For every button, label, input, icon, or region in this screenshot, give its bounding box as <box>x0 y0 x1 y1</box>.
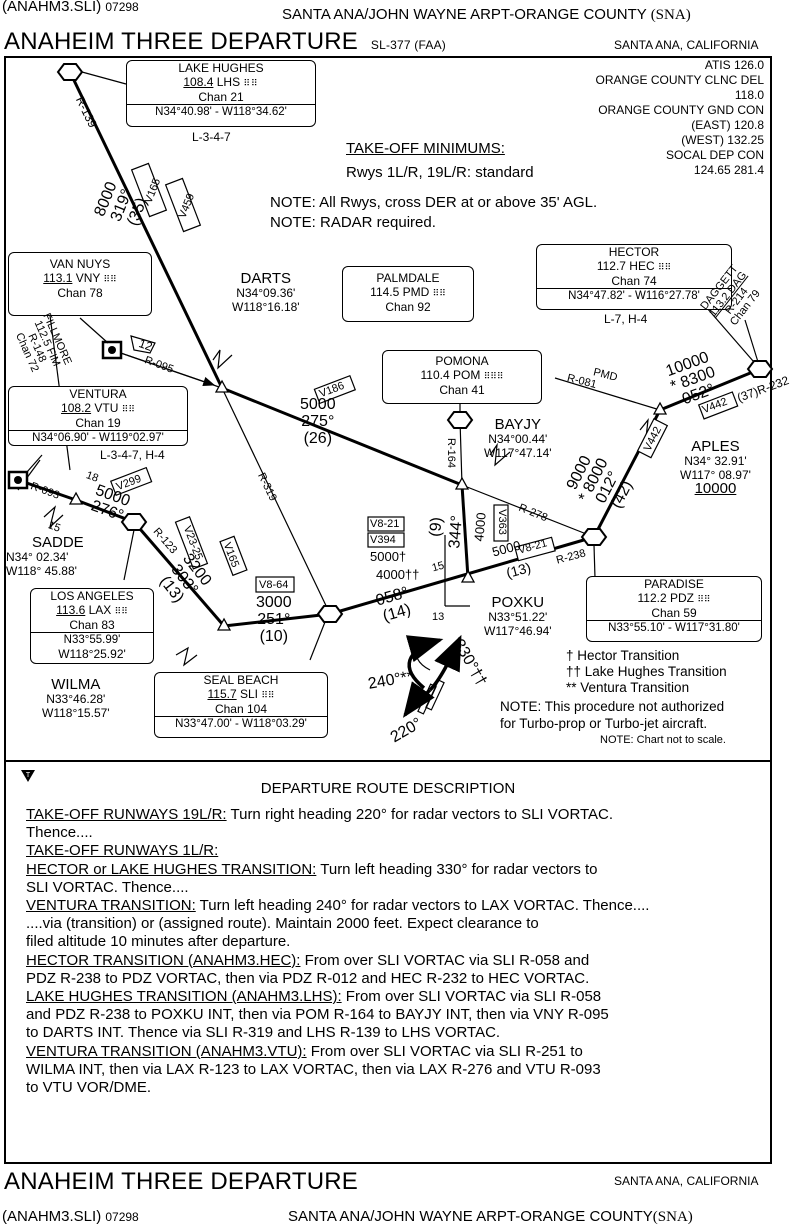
description-frame: T DEPARTURE ROUTE DESCRIPTION TAKE-OFF R… <box>4 762 772 1164</box>
airport-name-bottom: SANTA ANA/JOHN WAYNE ARPT-ORANGE COUNTY(… <box>288 1208 693 1225</box>
wilma-segment: 3000 251° (10) <box>256 594 292 645</box>
legend-note: NOTE: This procedure not authorized for … <box>500 699 726 746</box>
comms-block: ATIS 126.0 ORANGE COUNTY CLNC DEL 118.0 … <box>595 58 764 177</box>
takeoff-note2: NOTE: RADAR required. <box>270 214 436 231</box>
fix-bayjy: BAYJY N34°00.44' W117°47.14' <box>484 416 552 460</box>
description-title: DEPARTURE ROUTE DESCRIPTION <box>260 780 516 797</box>
page-title-bottom: ANAHEIM THREE DEPARTURE <box>4 1168 358 1195</box>
vor-hec-symbol <box>746 360 774 378</box>
navaid-box-vny: VAN NUYS 113.1 VNY ⠿⠿ Chan 78 <box>8 252 152 316</box>
vtu-charts: L-3-4-7, H-4 <box>100 448 165 462</box>
navaid-box-pom: POMONA 110.4 POM ⠿⠿⠿ Chan 41 <box>382 350 542 404</box>
fix-poxku-triangle <box>460 569 476 583</box>
bayjy-crs: 344° <box>446 514 466 550</box>
navaid-box-pmd: PALMDALE 114.5 PMD ⠿⠿ Chan 92 <box>342 266 474 322</box>
fix-aples: APLES N34° 32.91' W117° 08.97' 10000 <box>680 438 751 497</box>
navaid-box-pdz: PARADISE 112.2 PDZ ⠿⠿ Chan 59 N33°55.10'… <box>586 576 762 642</box>
lhs-charts: L-3-4-7 <box>192 130 231 144</box>
airway-v864: V8-64 <box>259 579 289 591</box>
fix-sadde-triangle <box>68 491 84 505</box>
alt-4000tt: 4000†† <box>376 567 420 582</box>
vor-lhs-symbol <box>56 63 84 81</box>
route-darts-bayjy <box>221 386 463 487</box>
route-wilma-sli <box>223 612 331 628</box>
page-title-top: ANAHEIM THREE DEPARTURE SL-377 (FAA) <box>4 28 446 55</box>
route-aples-hec <box>659 367 761 412</box>
takeoff-title: TAKE-OFF MINIMUMS: <box>346 140 505 157</box>
route-lhs <box>68 71 224 389</box>
airway-v363: V363 <box>495 509 508 535</box>
vor-lax-symbol <box>120 513 148 531</box>
pom-r164: R-164 <box>444 438 457 468</box>
bayjy-dist: (9) <box>426 516 446 538</box>
svg-text:T: T <box>26 772 31 779</box>
route-lax-wilma <box>132 521 226 627</box>
hec-charts: L-7, H-4 <box>604 312 648 326</box>
radial-r164 <box>459 419 463 486</box>
navaid-box-vtu: VENTURA 108.2 VTU ⠿⠿ Chan 19 N34°06.90' … <box>8 386 188 446</box>
airport-name-top: SANTA ANA/JOHN WAYNE ARPT-ORANGE COUNTY … <box>282 6 691 23</box>
vor-pdz-symbol <box>580 528 608 546</box>
darts-segment: 5000 275° (26) <box>300 396 336 447</box>
fix-aples-triangle <box>652 401 668 415</box>
chart-code-bottom: (ANAHM3.SLI) 07298 <box>2 1208 139 1225</box>
legend: † Hector Transition †† Lake Hughes Trans… <box>566 648 727 695</box>
fix-wilma-triangle <box>216 617 232 631</box>
navaid-box-lhs: LAKE HUGHES 108.4 LHS ⠿⠿ Chan 21 N34°40.… <box>126 60 316 127</box>
chart-code-top: (ANAHM3.SLI) 07298 <box>2 0 139 15</box>
takeoff-minimums-icon: T <box>21 770 35 782</box>
route-map <box>7 63 774 718</box>
vor-sli-symbol <box>316 605 344 623</box>
navaid-box-hec: HECTOR 112.7 HEC ⠿⠿ Chan 74 N34°47.82' -… <box>536 244 732 310</box>
takeoff-rwys: Rwys 1L/R, 19L/R: standard <box>346 164 534 181</box>
description-body: TAKE-OFF RUNWAYS 19L/R: Turn right headi… <box>26 806 650 1097</box>
navaid-box-sli: SEAL BEACH 115.7 SLI ⠿⠿ Chan 104 N33°47.… <box>154 672 328 738</box>
radial-pmd <box>554 377 661 411</box>
fix-darts-triangle <box>214 379 230 393</box>
city-top: SANTA ANA, CALIFORNIA <box>614 38 759 52</box>
fix-sadde: SADDE N34° 02.34' W118° 45.88' <box>6 534 84 578</box>
radial-r278 <box>461 484 595 538</box>
chart-frame <box>4 56 772 762</box>
bayjy-alt: 4000 <box>471 511 489 543</box>
fix-darts: DARTS N34°09.36' W118°16.18' <box>232 270 300 314</box>
airway-v821a: V8-21 <box>370 518 400 530</box>
city-bottom: SANTA ANA, CALIFORNIA <box>614 1174 759 1188</box>
route-bayjy-poxku <box>460 484 470 579</box>
radial-r319 <box>221 387 331 615</box>
fix-bayjy-triangle <box>454 476 470 490</box>
poxku-13: 13 <box>432 611 445 623</box>
vor-pom-symbol <box>446 411 474 429</box>
fix-wilma: WILMA N33°46.28' W118°15.57' <box>42 676 110 720</box>
navaid-box-lax: LOS ANGELES 113.6 LAX ⠿⠿ Chan 83 N33°55.… <box>30 588 154 664</box>
fix-poxku: POXKU N33°51.22' W117°46.94' <box>484 594 552 638</box>
takeoff-note1: NOTE: All Rwys, cross DER at or above 35… <box>270 194 598 211</box>
alt-5000t: 5000† <box>370 549 407 564</box>
radial-dag <box>699 299 761 370</box>
airway-v394: V394 <box>370 534 396 546</box>
